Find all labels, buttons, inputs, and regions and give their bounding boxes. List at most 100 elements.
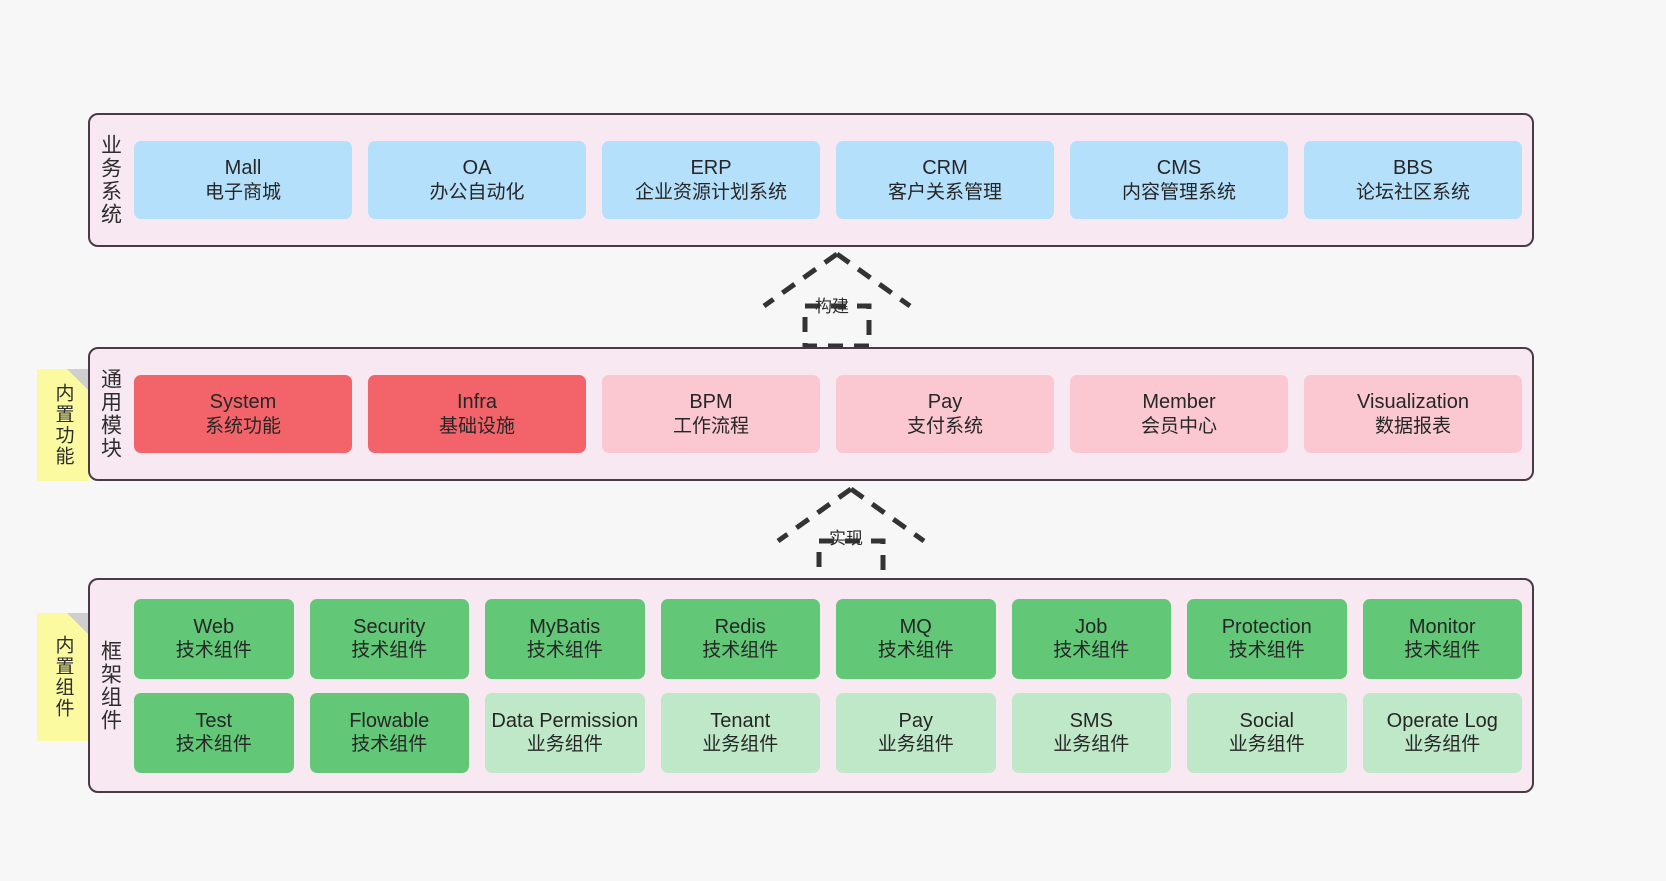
card-member[interactable]: Member 会员中心 xyxy=(1070,375,1288,453)
connector-implement-label: 实现 xyxy=(829,529,863,548)
card-infra[interactable]: Infra 基础设施 xyxy=(368,375,586,453)
layer-body-common-module: System 系统功能 Infra 基础设施 BPM 工作流程 Pay 支付系统… xyxy=(130,349,1532,479)
card-job[interactable]: Job 技术组件 xyxy=(1011,598,1171,679)
card-subtitle: 技术组件 xyxy=(1404,640,1481,662)
card-sms[interactable]: SMS 业务组件 xyxy=(1011,692,1171,773)
card-cms[interactable]: CMS 内容管理系统 xyxy=(1070,141,1288,219)
card-subtitle: 业务组件 xyxy=(1228,734,1305,756)
card-erp[interactable]: ERP 企业资源计划系统 xyxy=(602,141,820,219)
card-title: System xyxy=(209,391,277,414)
card-title: BPM xyxy=(689,391,733,414)
card-title: Data Permission xyxy=(491,709,639,732)
card-title: Infra xyxy=(456,391,498,414)
card-subtitle: 技术组件 xyxy=(1228,640,1305,662)
layer-framework-component: 框架组件 Web 技术组件 Security 技术组件 MyBatis 技术组件… xyxy=(88,578,1534,793)
card-visualization[interactable]: Visualization 数据报表 xyxy=(1304,375,1522,453)
card-title: Mall xyxy=(224,157,262,180)
card-mq[interactable]: MQ 技术组件 xyxy=(836,598,996,679)
card-title: Pay xyxy=(898,709,933,732)
card-social[interactable]: Social 业务组件 xyxy=(1187,692,1347,773)
card-subtitle: 会员中心 xyxy=(1140,415,1217,437)
layer-common-module: 通用模块 System 系统功能 Infra 基础设施 BPM 工作流程 Pay… xyxy=(88,347,1534,481)
card-subtitle: 技术组件 xyxy=(877,640,954,662)
card-title: CMS xyxy=(1156,157,1202,180)
card-subtitle: 办公自动化 xyxy=(429,181,525,203)
card-subtitle: 系统功能 xyxy=(204,415,281,437)
card-title: OA xyxy=(462,157,492,180)
card-row-framework-tech: Web 技术组件 Security 技术组件 MyBatis 技术组件 Redi… xyxy=(134,598,1522,679)
card-title: SMS xyxy=(1069,709,1113,732)
card-subtitle: 电子商城 xyxy=(204,181,281,203)
card-title: CRM xyxy=(922,157,968,180)
card-title: ERP xyxy=(690,157,732,180)
layer-title-framework-component: 框架组件 xyxy=(98,639,122,732)
card-title: Flowable xyxy=(349,709,430,732)
card-pay-component[interactable]: Pay 业务组件 xyxy=(836,692,996,773)
card-redis[interactable]: Redis 技术组件 xyxy=(660,598,820,679)
card-subtitle: 技术组件 xyxy=(351,640,428,662)
card-operate-log[interactable]: Operate Log 业务组件 xyxy=(1362,692,1522,773)
card-mybatis[interactable]: MyBatis 技术组件 xyxy=(485,598,645,679)
card-tenant[interactable]: Tenant 业务组件 xyxy=(660,692,820,773)
card-title: Redis xyxy=(714,615,766,638)
card-row-module: System 系统功能 Infra 基础设施 BPM 工作流程 Pay 支付系统… xyxy=(134,375,1522,453)
card-web[interactable]: Web 技术组件 xyxy=(134,598,294,679)
card-subtitle: 论坛社区系统 xyxy=(1355,181,1470,203)
card-bpm[interactable]: BPM 工作流程 xyxy=(602,375,820,453)
card-subtitle: 基础设施 xyxy=(438,415,515,437)
card-subtitle: 内容管理系统 xyxy=(1121,181,1236,203)
card-protection[interactable]: Protection 技术组件 xyxy=(1187,598,1347,679)
card-subtitle: 客户关系管理 xyxy=(887,181,1002,203)
card-subtitle: 技术组件 xyxy=(702,640,779,662)
card-subtitle: 技术组件 xyxy=(1053,640,1130,662)
card-subtitle: 数据报表 xyxy=(1374,415,1451,437)
card-subtitle: 业务组件 xyxy=(702,734,779,756)
card-title: Social xyxy=(1239,709,1294,732)
layer-title-common-module: 通用模块 xyxy=(98,368,122,460)
card-bbs[interactable]: BBS 论坛社区系统 xyxy=(1304,141,1522,219)
card-monitor[interactable]: Monitor 技术组件 xyxy=(1362,598,1522,679)
card-title: Web xyxy=(193,615,235,638)
card-row-framework-business: Test 技术组件 Flowable 技术组件 Data Permission … xyxy=(134,692,1522,773)
card-title: Job xyxy=(1075,615,1108,638)
card-subtitle: 企业资源计划系统 xyxy=(634,181,787,203)
card-title: Monitor xyxy=(1408,615,1476,638)
card-system[interactable]: System 系统功能 xyxy=(134,375,352,453)
layer-body-business-system: Mall 电子商城 OA 办公自动化 ERP 企业资源计划系统 CRM 客户关系… xyxy=(130,115,1532,245)
card-title: Pay xyxy=(927,391,963,414)
card-flowable[interactable]: Flowable 技术组件 xyxy=(309,692,469,773)
card-title: MyBatis xyxy=(529,615,601,638)
card-title: Protection xyxy=(1221,615,1312,638)
sticky-note-label: 内置组件 xyxy=(52,635,74,719)
card-title: BBS xyxy=(1392,157,1434,180)
card-pay-module[interactable]: Pay 支付系统 xyxy=(836,375,1054,453)
card-row-business: Mall 电子商城 OA 办公自动化 ERP 企业资源计划系统 CRM 客户关系… xyxy=(134,141,1522,219)
card-oa[interactable]: OA 办公自动化 xyxy=(368,141,586,219)
card-title: Security xyxy=(353,615,426,638)
card-subtitle: 工作流程 xyxy=(672,415,749,437)
sticky-note-builtin-component: 内置组件 xyxy=(37,613,89,741)
card-subtitle: 技术组件 xyxy=(526,640,603,662)
card-subtitle: 业务组件 xyxy=(877,734,954,756)
card-subtitle: 支付系统 xyxy=(906,415,983,437)
card-title: Operate Log xyxy=(1386,709,1498,732)
card-title: Member xyxy=(1142,391,1216,414)
card-subtitle: 技术组件 xyxy=(175,734,252,756)
card-subtitle: 技术组件 xyxy=(175,640,252,662)
card-security[interactable]: Security 技术组件 xyxy=(309,598,469,679)
layer-title-business-system: 业务系统 xyxy=(98,134,122,226)
card-crm[interactable]: CRM 客户关系管理 xyxy=(836,141,1054,219)
card-test[interactable]: Test 技术组件 xyxy=(134,692,294,773)
sticky-note-label: 内置功能 xyxy=(52,383,74,467)
card-subtitle: 技术组件 xyxy=(351,734,428,756)
card-title: Tenant xyxy=(710,709,771,732)
card-subtitle: 业务组件 xyxy=(1053,734,1130,756)
layer-body-framework-component: Web 技术组件 Security 技术组件 MyBatis 技术组件 Redi… xyxy=(130,580,1532,791)
card-data-permission[interactable]: Data Permission 业务组件 xyxy=(485,692,645,773)
layer-business-system: 业务系统 Mall 电子商城 OA 办公自动化 ERP 企业资源计划系统 CRM… xyxy=(88,113,1534,247)
card-mall[interactable]: Mall 电子商城 xyxy=(134,141,352,219)
card-subtitle: 业务组件 xyxy=(526,734,603,756)
sticky-note-builtin-function: 内置功能 xyxy=(37,369,89,481)
card-title: MQ xyxy=(899,615,932,638)
